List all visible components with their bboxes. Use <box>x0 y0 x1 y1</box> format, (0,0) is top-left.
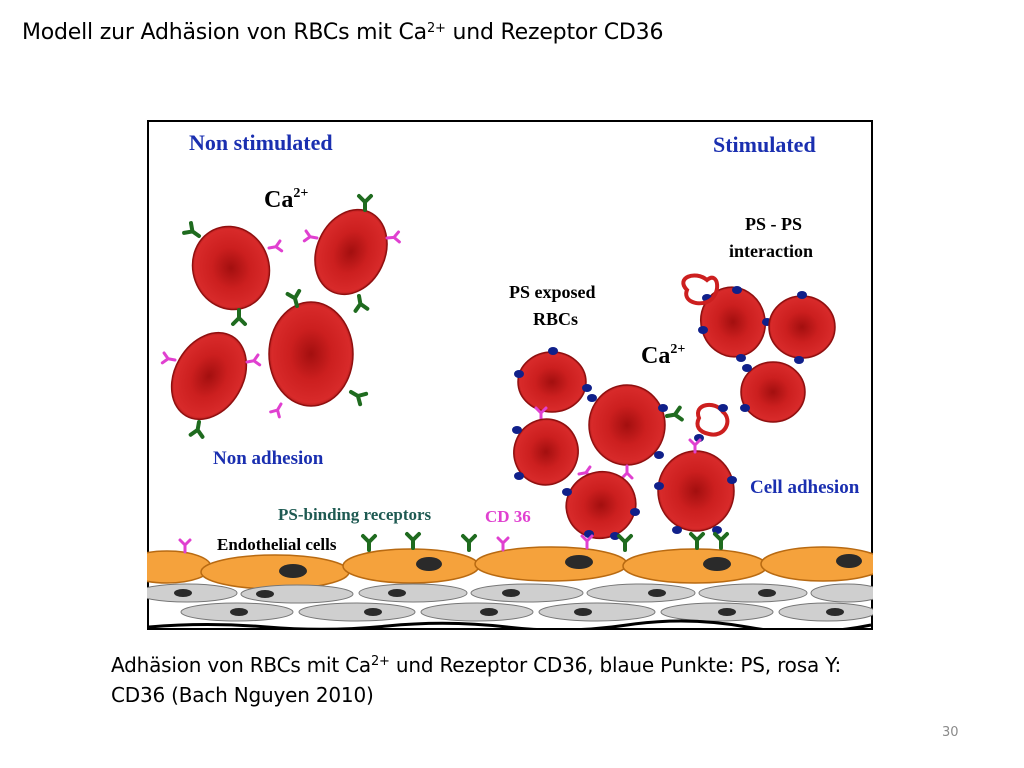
rbc-left-4 <box>268 288 369 419</box>
label-ca-right-sup: 2+ <box>670 342 685 357</box>
label-ps-binding: PS-binding receptors <box>278 505 432 524</box>
rbc-bottom-adhered-2 <box>654 438 737 534</box>
adhesion-diagram: Non stimulated Stimulated Ca2+ PS - PS i… <box>147 120 873 630</box>
rbc-left-3 <box>160 331 262 439</box>
membrane-loop-1 <box>681 273 720 306</box>
page-number: 30 <box>942 725 959 740</box>
label-ca-left-sup: 2+ <box>293 186 308 201</box>
label-ps-ps-1: PS - PS <box>745 214 802 234</box>
rbc-center <box>587 384 684 480</box>
label-cd36: CD 36 <box>485 507 531 526</box>
caption-sup: 2+ <box>370 654 390 669</box>
label-ca-left-base: Ca <box>264 187 293 213</box>
caption-prefix: Adhäsion von RBCs mit Ca <box>111 653 371 677</box>
label-ca-left: Ca2+ <box>264 186 308 213</box>
label-non-stimulated: Non stimulated <box>189 130 333 155</box>
label-ps-ps-2: interaction <box>729 241 813 261</box>
rbc-right-top-3 <box>740 361 806 423</box>
slide-title-prefix: Modell zur Adhäsion von RBCs mit Ca <box>22 20 427 45</box>
rbc-ps-exposed-2 <box>512 418 594 486</box>
rbc-right-top-2 <box>768 291 836 364</box>
label-cell-adhesion: Cell adhesion <box>750 477 860 498</box>
figure-caption: Adhäsion von RBCs mit Ca2+ und Rezeptor … <box>111 650 911 710</box>
label-ps-exposed-2: RBCs <box>533 309 578 329</box>
rbc-left-2 <box>302 194 401 313</box>
caption-line-2: CD36 (Bach Nguyen 2010) <box>111 683 374 707</box>
caption-line-1: Adhäsion von RBCs mit Ca2+ und Rezeptor … <box>111 650 911 680</box>
rbc-bottom-adhered-1 <box>562 471 640 540</box>
slide-title-sup: 2+ <box>426 21 446 36</box>
label-non-adhesion: Non adhesion <box>213 448 324 469</box>
ps-dot <box>718 404 728 412</box>
slide-title-suffix: und Rezeptor CD36 <box>445 20 664 45</box>
label-ps-exposed-1: PS exposed <box>509 282 596 302</box>
rbc-left-1 <box>182 221 284 326</box>
bottom-edge <box>148 619 872 630</box>
label-ca-right: Ca2+ <box>641 342 685 369</box>
ps-dot <box>694 434 704 442</box>
label-ca-right-base: Ca <box>641 343 670 369</box>
rbc-ps-exposed-1 <box>514 347 592 422</box>
membrane-loop-2 <box>695 402 730 437</box>
label-endothelial: Endothelial cells <box>217 535 337 554</box>
slide-title: Modell zur Adhäsion von RBCs mit Ca2+ un… <box>22 18 663 48</box>
endothelial-layer <box>147 546 873 590</box>
caption-suffix: und Rezeptor CD36, blaue Punkte: PS, ros… <box>389 653 842 677</box>
lower-cell-layers <box>147 583 873 622</box>
label-stimulated: Stimulated <box>713 132 816 157</box>
diagram-svg: Non stimulated Stimulated Ca2+ PS - PS i… <box>147 120 873 630</box>
